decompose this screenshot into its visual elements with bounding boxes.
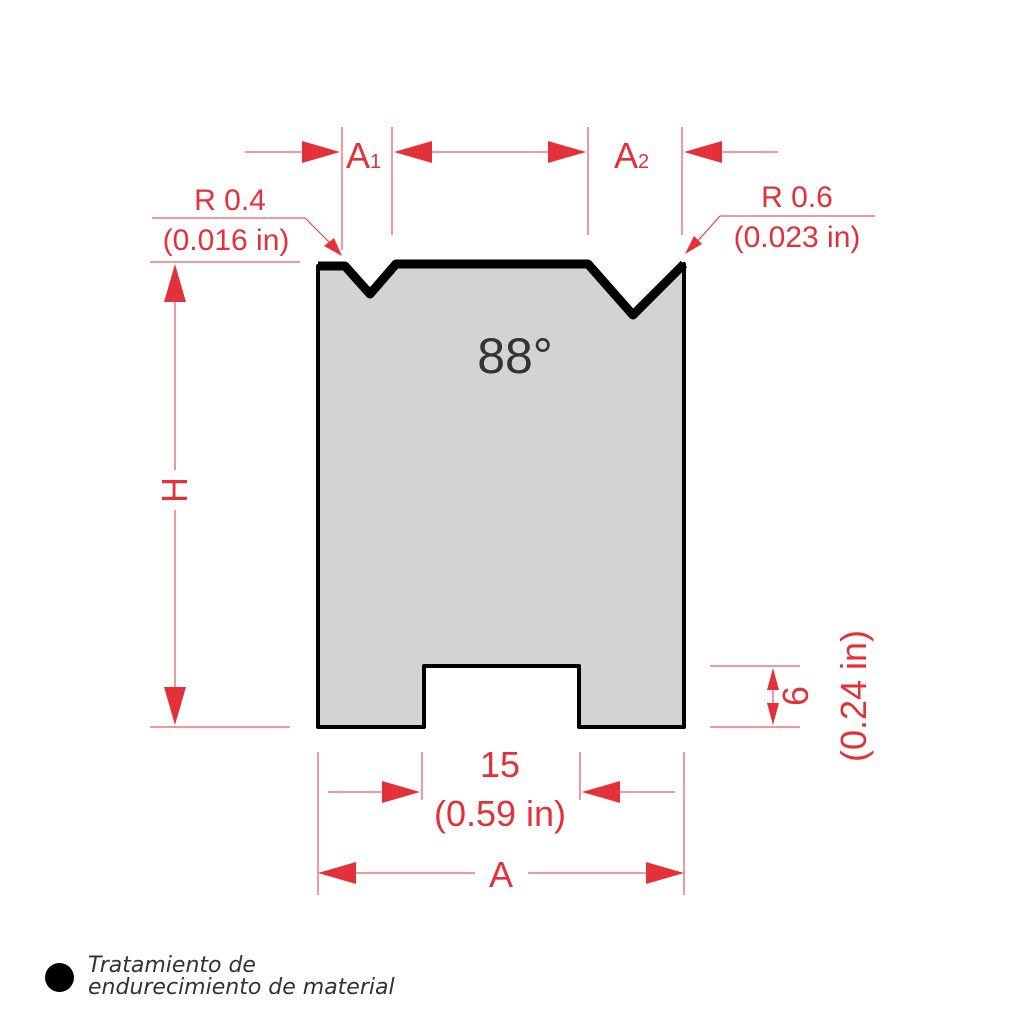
label-radius-left: R 0.4 <box>194 184 266 217</box>
legend-line-2: endurecimiento de material <box>88 975 395 1000</box>
hardening-dot-icon <box>45 962 74 992</box>
label-radius-right: R 0.6 <box>761 181 833 214</box>
label-slot-depth: 6 <box>775 686 816 706</box>
legend-line-1: Tratamiento de <box>88 953 256 978</box>
label-height: H <box>154 477 195 503</box>
label-a1: A1 <box>346 135 381 176</box>
label-total-width: A <box>489 854 513 895</box>
label-radius-left-in: (0.016 in) <box>163 224 290 257</box>
label-slot-width: 15 <box>480 744 520 785</box>
label-radius-right-in: (0.023 in) <box>734 221 861 254</box>
legend-text: Tratamiento de endurecimiento de materia… <box>88 955 395 999</box>
legend: Tratamiento de endurecimiento de materia… <box>45 955 395 999</box>
hardened-edge <box>318 259 688 320</box>
label-slot-depth-in: (0.24 in) <box>833 630 874 762</box>
label-angle: 88° <box>477 328 553 384</box>
label-slot-width-in: (0.59 in) <box>434 793 566 834</box>
arrowheads <box>164 141 779 884</box>
label-a2: A2 <box>614 135 649 176</box>
